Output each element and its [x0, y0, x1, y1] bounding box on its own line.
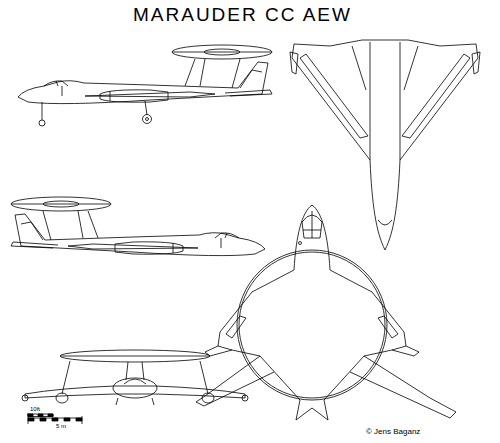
- scale-label: 10ft: [30, 406, 40, 412]
- title: MARAUDER CC AEW: [133, 4, 352, 26]
- scale-label: 5 m: [56, 423, 66, 429]
- copyright: © Jens Baganz: [366, 427, 420, 436]
